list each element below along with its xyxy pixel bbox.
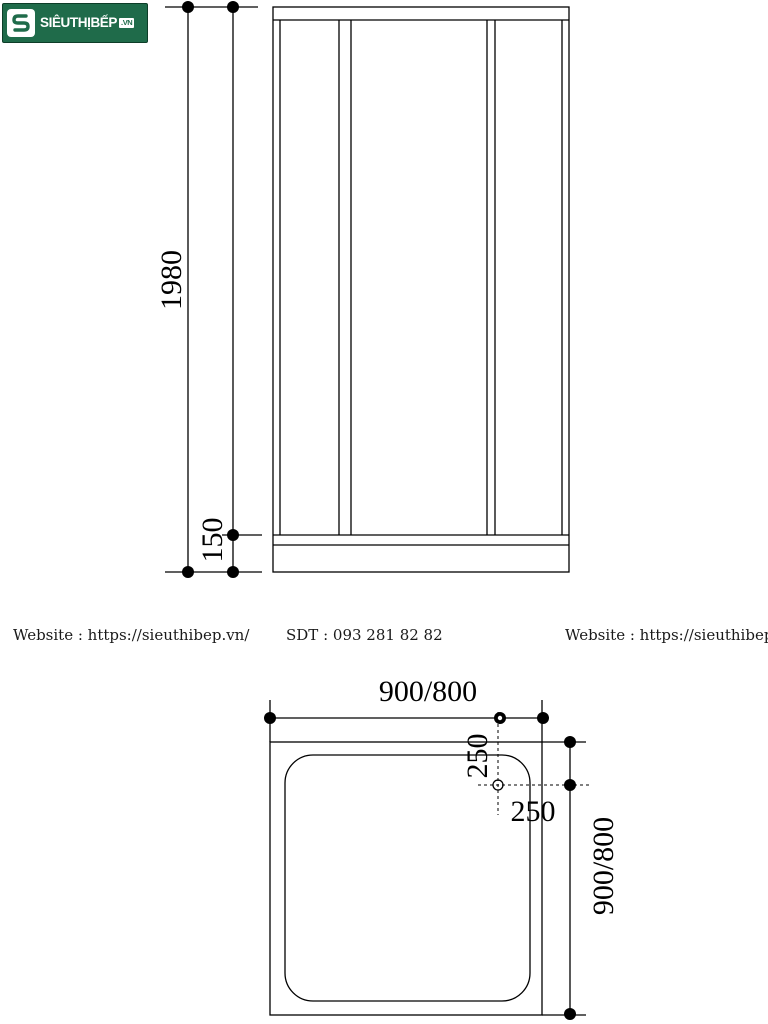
drain-centerlines	[478, 712, 590, 815]
dimension-dot	[564, 1008, 576, 1020]
depth-dimension-label: 900/800	[587, 817, 620, 915]
top-dimension-dots	[264, 712, 576, 1020]
drain-offset-y-label: 250	[461, 734, 494, 779]
dimension-dot	[264, 712, 276, 724]
dimension-dot	[227, 1, 239, 13]
drain-offset-x-label: 250	[511, 795, 556, 828]
base-height-dimension-label: 150	[196, 518, 229, 563]
dimension-dot	[227, 529, 239, 541]
front-view	[165, 6, 570, 573]
dimension-dot	[182, 1, 194, 13]
height-dimension-label: 1980	[155, 250, 188, 310]
tray-outer-outline	[269, 741, 543, 1016]
cabin-outer-frame	[272, 6, 570, 573]
dimension-dot	[564, 779, 576, 791]
brand-logo: SIÊUTHỊBẾP.VN	[2, 3, 148, 43]
logo-brand: SIÊUTHỊBẾP	[40, 15, 118, 31]
top-view	[269, 700, 586, 1016]
watermark-website-left: Website : https://sieuthibep.vn/	[13, 626, 250, 644]
logo-text: SIÊUTHỊBẾP.VN	[40, 15, 135, 31]
dimension-dot	[182, 566, 194, 578]
watermark-phone: SDT : 093 281 82 82	[286, 626, 443, 644]
logo-suffix: .VN	[119, 18, 135, 28]
front-dimension-dots	[182, 1, 239, 578]
width-dimension-label: 900/800	[379, 675, 477, 708]
dimension-dot	[227, 566, 239, 578]
dimension-dot-center	[497, 715, 503, 721]
tray-inner-basin	[284, 754, 531, 1002]
watermark-website-right: Website : https://sieuthibep.vn/	[565, 626, 768, 644]
dimension-dot	[564, 736, 576, 748]
logo-s-icon	[7, 9, 35, 37]
dimension-dot	[537, 712, 549, 724]
